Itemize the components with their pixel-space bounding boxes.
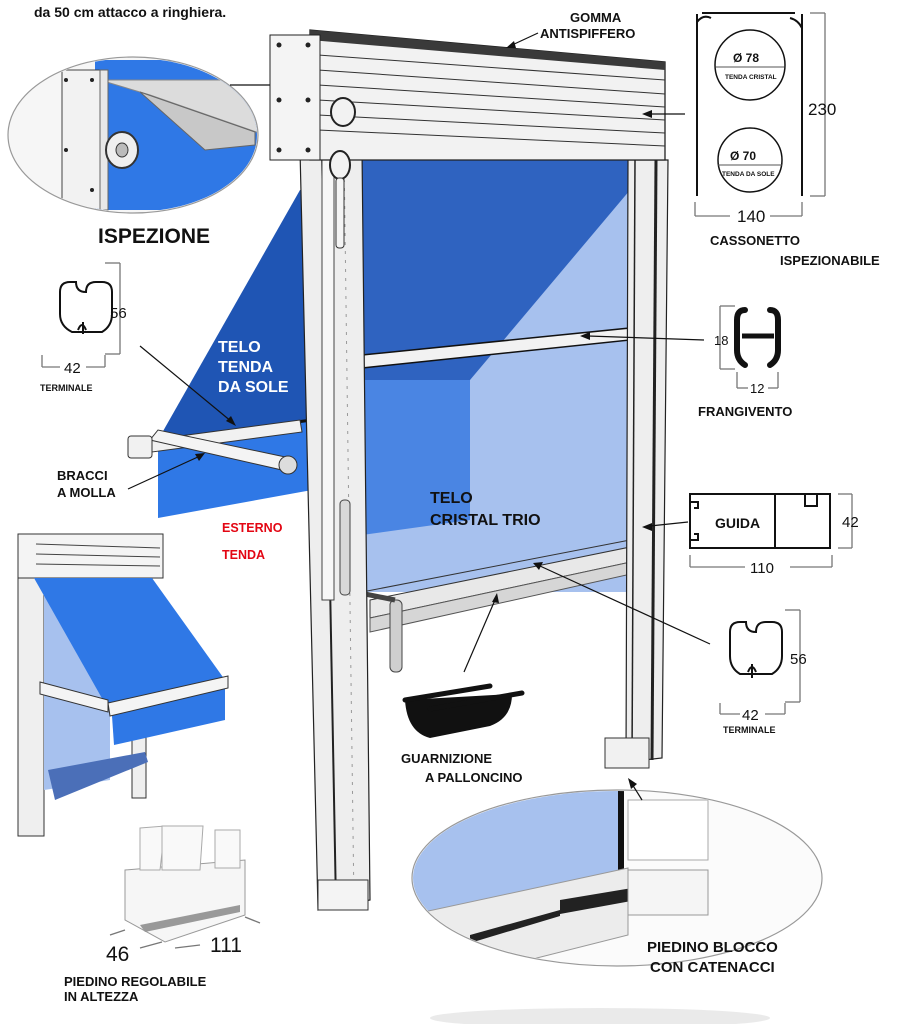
guida-profile xyxy=(689,493,853,568)
telo-sole-line3: DA SOLE xyxy=(218,379,289,396)
frangivento-leader xyxy=(587,335,705,341)
awning-model xyxy=(17,533,229,837)
terminale-right-title: TERMINALE xyxy=(723,725,776,735)
bracci-leader xyxy=(127,455,201,490)
gomma-line2: ANTISPIFFERO xyxy=(540,26,635,41)
telo-cristal-line2: CRISTAL TRIO xyxy=(430,512,541,529)
tenda-label: TENDA xyxy=(222,548,265,562)
piedino-regolabile-icon xyxy=(109,825,261,949)
cassonetto-profile xyxy=(694,12,826,217)
roll-top-label: TENDA CRISTAL xyxy=(725,74,777,81)
terminale-left-height: 56 xyxy=(110,305,127,322)
frangivento-title: FRANGIVENTO xyxy=(698,404,792,419)
telo-sole-line2: TENDA xyxy=(218,359,274,376)
cassonetto-title-line2: ISPEZIONABILE xyxy=(780,253,880,268)
piedino-regolabile-depth: 46 xyxy=(106,943,129,966)
piedino-reg-line1: PIEDINO REGOLABILE xyxy=(64,974,207,989)
esterno-label: ESTERNO xyxy=(222,521,283,535)
guida-height: 42 xyxy=(842,514,859,531)
floor-shadow xyxy=(430,1008,770,1028)
cassonetto-height: 230 xyxy=(808,100,836,119)
terminale-right-height: 56 xyxy=(790,651,807,668)
frangivento-width: 12 xyxy=(750,381,764,396)
terminale-left-leader xyxy=(139,345,233,423)
guarnizione-line1: GUARNIZIONE xyxy=(401,751,492,766)
guarnizione-icon xyxy=(402,683,525,738)
piedino-blocco-line1: PIEDINO BLOCCO xyxy=(647,939,778,956)
guida-title: GUIDA xyxy=(715,515,760,531)
cassonetto-box xyxy=(269,29,666,249)
roll-bottom-label: TENDA DA SOLE xyxy=(722,171,775,178)
terminale-right-width: 42 xyxy=(742,707,759,724)
header-note: da 50 cm attacco a ringhiera. xyxy=(34,4,226,20)
telo-sole-line1: TELO xyxy=(218,339,261,356)
right-guide-post xyxy=(604,159,669,769)
piedino-regolabile-width: 111 xyxy=(210,934,242,957)
cassonetto-title-line1: CASSONETTO xyxy=(710,233,800,248)
left-guide-post xyxy=(299,149,371,911)
terminale-left-width: 42 xyxy=(64,360,81,377)
terminale-right-leader xyxy=(539,565,711,645)
terminale-right-profile xyxy=(719,609,801,715)
piedino-reg-line2: IN ALTEZZA xyxy=(64,989,139,1004)
ispezione-inset xyxy=(7,56,259,214)
crystal-fabric xyxy=(361,160,631,593)
piedino-blocco-line2: CON CATENACCI xyxy=(650,959,775,976)
roll-bottom-diameter: Ø 70 xyxy=(730,149,756,163)
bottom-bar xyxy=(342,544,641,673)
frangivento-profile xyxy=(719,305,781,389)
telo-cristal-line1: TELO xyxy=(430,490,473,507)
spring-arms xyxy=(127,419,303,475)
guida-width: 110 xyxy=(750,560,774,577)
gomma-line1: GOMMA xyxy=(570,10,622,25)
piedino-blocco-inset xyxy=(411,789,823,967)
frangivento-height: 18 xyxy=(714,333,728,348)
guida-leader xyxy=(649,521,689,527)
bracci-line2: A MOLLA xyxy=(57,485,116,500)
cassonetto-width: 140 xyxy=(737,207,765,226)
ispezione-label: ISPEZIONE xyxy=(98,225,210,248)
guarnizione-line2: A PALLONCINO xyxy=(425,770,523,785)
roll-top-diameter: Ø 78 xyxy=(733,51,759,65)
terminale-left-profile xyxy=(41,262,121,368)
guarnizione-leader xyxy=(463,599,496,673)
bracci-line1: BRACCI xyxy=(57,468,108,483)
terminale-left-title: TERMINALE xyxy=(40,383,93,393)
